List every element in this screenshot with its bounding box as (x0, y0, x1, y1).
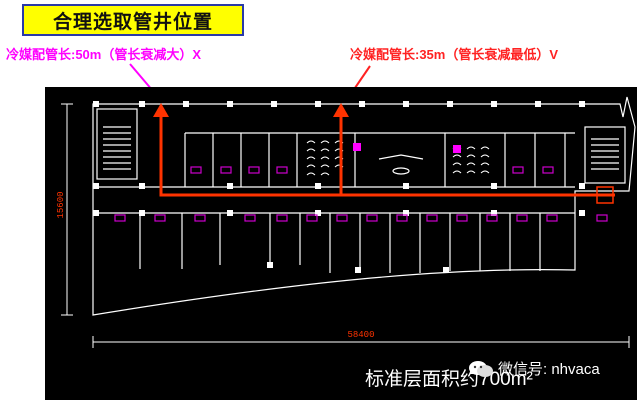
columns (93, 101, 585, 273)
upper-rooms (184, 132, 575, 187)
right-stair (584, 126, 626, 184)
pipe-routes (159, 107, 615, 197)
watermark-text: 微信号: nhvaca (498, 361, 600, 378)
arrowhead-right-shaft (333, 103, 349, 117)
left-stair (96, 108, 138, 180)
shaft-markers (353, 143, 461, 153)
floor-plan: 15600 58400 (45, 87, 637, 400)
pipe-route-long (159, 107, 615, 197)
building-outline (92, 96, 636, 316)
indoor-units (114, 166, 608, 222)
title-text: 合理选取管井位置 (52, 11, 213, 33)
lower-rooms (139, 213, 541, 273)
wechat-watermark: 微信号: nhvaca (468, 358, 600, 379)
note-left-pipe-length: 冷媒配管长:50m（管长衰减大）X (6, 47, 202, 62)
outdoor-unit-box (596, 186, 614, 204)
dim-horizontal-label: 58400 (347, 330, 374, 340)
dim-vertical-label: 15600 (56, 191, 66, 218)
title-banner: 合理选取管井位置 (22, 4, 244, 36)
arrowhead-left-shaft (153, 103, 169, 117)
wechat-icon (469, 360, 493, 377)
podium (378, 154, 424, 175)
seating-left (306, 140, 344, 176)
note-right-pipe-length: 冷媒配管长:35m（管长衰减最低）V (350, 47, 559, 62)
floor-plan-drawing: 15600 58400 (56, 96, 636, 348)
pipe-arrowheads (153, 103, 349, 117)
